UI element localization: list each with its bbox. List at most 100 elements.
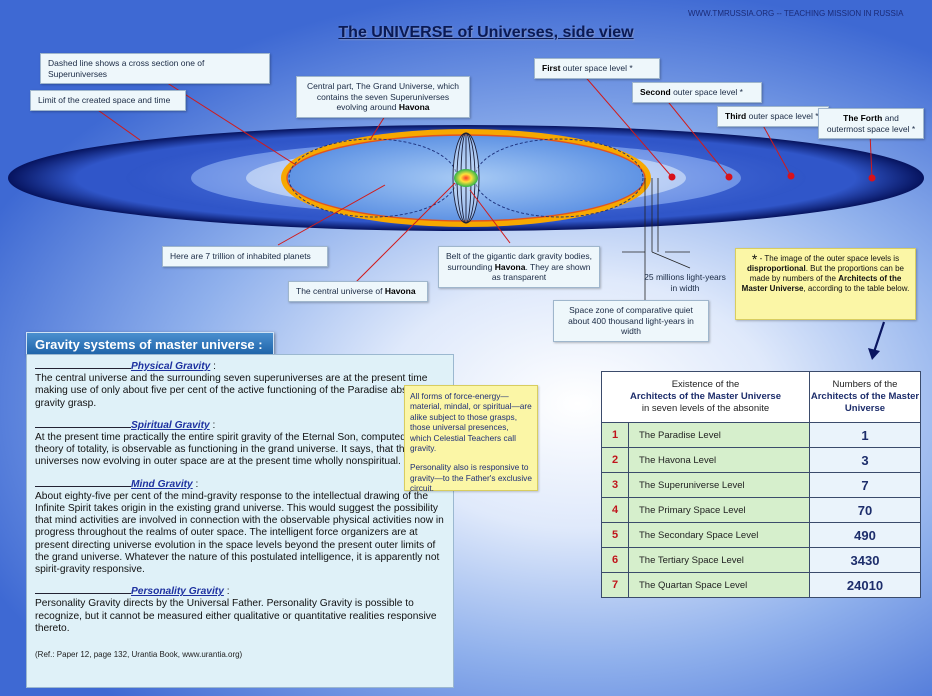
row-value: 3430: [809, 547, 921, 573]
row-level: The Secondary Space Level: [628, 522, 810, 548]
force-energy-note: All forms of force-energy—material, mind…: [404, 385, 538, 494]
mind-gravity-text: About eighty-five per cent of the mind-g…: [35, 490, 444, 576]
callout-inhabited-text: Here are 7 trillion of inhabited planets: [170, 251, 311, 261]
havona-core: [454, 169, 478, 187]
gravity-systems-title: Gravity systems of master universe :: [26, 332, 274, 356]
label-25-millions: 25 millions light-years in width: [644, 272, 726, 293]
header-numbers: Numbers of the Architects of the Master …: [809, 371, 921, 423]
note-p2: . But the proportions can be made by num…: [749, 264, 904, 283]
superuniverse-cross-section-right: [474, 138, 644, 218]
callout-limit-text: Limit of the created space and time: [38, 95, 171, 105]
row-value: 3: [809, 447, 921, 473]
level-2-bold: Second: [640, 87, 671, 97]
level-1-text: outer space level *: [560, 63, 633, 73]
callout-central-universe-text: The central universe of: [296, 286, 383, 296]
spiritual-gravity-heading: Spiritual Gravity :: [35, 420, 445, 432]
force-note-p1: All forms of force-energy—material, mind…: [410, 391, 532, 454]
callout-belt-tail: . They are shown as transparent: [491, 261, 591, 283]
header-left-1: Existence of the: [671, 379, 740, 390]
header-left-2: in seven levels of the absonite: [641, 403, 770, 414]
callout-level-3: Third outer space level *: [717, 106, 829, 127]
architects-table: Existence of the Architects of the Maste…: [601, 371, 921, 598]
physical-gravity-text: The central universe and the surrounding…: [35, 373, 433, 409]
level-4-bold: The Forth: [843, 113, 883, 123]
reference: (Ref.: Paper 12, page 132, Urantia Book,…: [35, 650, 243, 660]
callout-level-1: First outer space level *: [534, 58, 660, 79]
row-level: The Havona Level: [628, 447, 810, 473]
level-1-bold: First: [542, 63, 561, 73]
note-p3: , according to the table below.: [803, 284, 910, 293]
callout-central-universe: The central universe of Havona: [288, 281, 428, 302]
row-value: 70: [809, 497, 921, 523]
width-markers: [622, 178, 691, 305]
row-level: The Primary Space Level: [628, 497, 810, 523]
row-level: The Superuniverse Level: [628, 472, 810, 498]
callout-level-4: The Forth and outermost space level *: [818, 108, 924, 140]
level-3-bold: Third: [725, 111, 747, 121]
row-number: 7: [601, 572, 629, 598]
header-existence: Existence of the Architects of the Maste…: [601, 371, 810, 423]
row-value: 7: [809, 472, 921, 498]
callout-belt-bold: Havona: [494, 261, 526, 272]
level-3-text: outer space level *: [746, 111, 819, 121]
personality-gravity-text: Personality Gravity directs by the Unive…: [35, 598, 437, 634]
header-left-bold: Architects of the Master Universe: [630, 391, 781, 402]
row-level: The Paradise Level: [628, 422, 810, 448]
mind-gravity-heading: Mind Gravity :: [35, 479, 445, 491]
header-right-1: Numbers of the: [832, 379, 898, 390]
callout-central-part-text: Central part, The Grand Universe, which …: [307, 81, 459, 113]
mind-gravity-name: Mind Gravity: [131, 478, 193, 490]
personality-gravity-name: Personality Gravity: [131, 586, 224, 598]
physical-gravity-heading: Physical Gravity :: [35, 361, 445, 373]
row-value: 24010: [809, 572, 921, 598]
callout-belt: Belt of the gigantic dark gravity bodies…: [438, 246, 600, 288]
row-level: The Quartan Space Level: [628, 572, 810, 598]
row-number: 5: [601, 522, 629, 548]
row-level: The Tertiary Space Level: [628, 547, 810, 573]
callout-inhabited: Here are 7 trillion of inhabited planets: [162, 246, 328, 267]
note-p1-bold: disproportional: [747, 264, 806, 273]
row-value: 1: [809, 422, 921, 448]
callout-central-part: Central part, The Grand Universe, which …: [296, 76, 470, 118]
page-title: The UNIVERSE of Universes, side view: [338, 24, 634, 41]
site-label[interactable]: WWW.TMRUSSIA.ORG -- TEACHING MISSION IN …: [688, 9, 904, 18]
callout-quiet-zone: Space zone of comparative quiet about 40…: [553, 300, 709, 342]
callout-central-part-bold: Havona: [398, 102, 430, 113]
yellow-arc: [281, 129, 651, 227]
callout-limit: Limit of the created space and time: [30, 90, 186, 111]
row-value: 490: [809, 522, 921, 548]
force-note-p2: Personality also is responsive to gravit…: [410, 462, 532, 494]
asterisk: *: [751, 251, 758, 267]
spiritual-gravity-name: Spiritual Gravity: [131, 419, 210, 431]
callout-level-2: Second outer space level *: [632, 82, 762, 103]
down-arrow: [868, 321, 886, 360]
personality-gravity-heading: Personality Gravity :: [35, 586, 445, 598]
callout-central-universe-bold: Havona: [384, 286, 416, 296]
callout-belt-text: Belt of the gigantic dark gravity bodies…: [446, 251, 592, 272]
spiritual-gravity-text: At the present time practically the enti…: [35, 432, 439, 468]
table-header-row: Existence of the Architects of the Maste…: [601, 371, 921, 423]
level-4-text: and outermost space level *: [826, 113, 916, 134]
row-number: 2: [601, 447, 629, 473]
callout-dashed-line: Dashed line shows a cross section one of…: [40, 53, 270, 85]
pointer-lines: [94, 71, 873, 284]
row-number: 4: [601, 497, 629, 523]
callout-dashed-line-text: Dashed line shows a cross section one of…: [48, 58, 205, 79]
callout-quiet-zone-text: Space zone of comparative quiet about 40…: [568, 305, 694, 337]
note-p1: - The image of the outer space levels is: [757, 254, 900, 263]
gravity-systems-panel: Physical Gravity : The central universe …: [26, 354, 454, 688]
row-number: 6: [601, 547, 629, 573]
proportion-note: * - The image of the outer space levels …: [735, 248, 916, 320]
note-p2-bold: Architects of the Master Universe: [741, 274, 902, 293]
level-2-text: outer space level *: [670, 87, 743, 97]
header-right-bold: Architects of the Master Universe: [810, 391, 920, 414]
physical-gravity-name: Physical Gravity: [131, 361, 211, 372]
